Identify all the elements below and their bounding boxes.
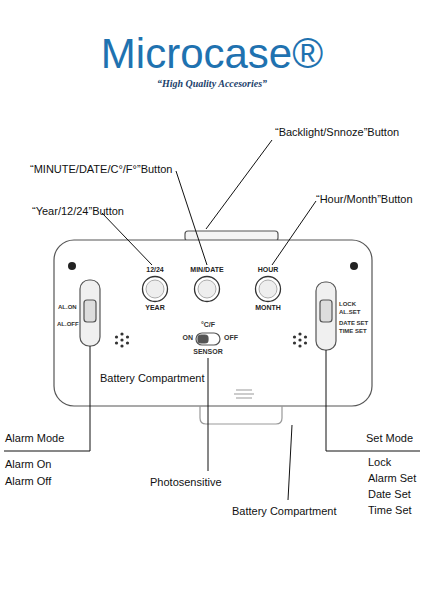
alarm-switch-knob	[84, 300, 96, 322]
brand-slogan: “High Quality Accesories”	[157, 78, 267, 90]
leader-line	[176, 171, 207, 265]
button-circle	[193, 275, 221, 303]
device-marking: DATE SET	[339, 320, 368, 327]
set-switch-knob	[320, 300, 332, 322]
callout-label: Lock	[368, 456, 391, 469]
device-marking: ON	[183, 334, 194, 342]
callout-label: “Hour/Month”Button	[316, 193, 413, 206]
leader-line	[102, 213, 152, 265]
leader-line	[4, 346, 90, 451]
callout-label: Time Set	[368, 504, 412, 517]
device-marking: AL.SET	[339, 309, 360, 316]
push-button: 12/24YEAR	[141, 266, 169, 313]
set-switch	[316, 282, 336, 350]
speaker-holes	[115, 332, 129, 347]
callout-label: Alarm On	[5, 458, 51, 471]
leader-line	[288, 425, 292, 500]
callout-label: Battery Compartment	[232, 505, 337, 518]
button-label: MIN/DATE	[190, 266, 223, 274]
mount-hole	[350, 262, 358, 270]
callout-label: “MINUTE/DATE/C°/F°”Button	[30, 163, 172, 176]
button-label: HOUR	[258, 266, 279, 274]
button-label: MONTH	[255, 304, 281, 312]
device-marking: LOCK	[339, 301, 356, 308]
device-marking: TIME SET	[339, 328, 367, 335]
leader-line	[326, 350, 420, 451]
device-marking: OFF	[224, 334, 238, 342]
button-circle	[141, 275, 169, 303]
callout-label: “Year/12/24”Button	[32, 205, 124, 218]
device-marking: AL.OFF	[57, 321, 79, 328]
callout-label: Photosensitive	[150, 476, 222, 489]
push-button: MIN/DATE	[190, 266, 223, 304]
sensor-switch	[196, 333, 220, 345]
push-button: HOUR MONTH	[254, 266, 282, 313]
callout-label: Battery Compartment	[100, 372, 205, 385]
brand-title: Microcase®	[101, 30, 323, 78]
clock-housing	[54, 240, 372, 406]
device-marking: SENSOR	[193, 348, 223, 356]
button-label: YEAR	[145, 304, 164, 312]
callout-label: Alarm Set	[368, 472, 416, 485]
speaker-holes	[293, 332, 307, 347]
button-label: 12/24	[146, 266, 164, 274]
device-marking: AL.ON	[58, 304, 77, 311]
button-circle	[254, 275, 282, 303]
alarm-switch	[80, 280, 100, 346]
callout-label: Date Set	[368, 488, 411, 501]
mount-hole	[68, 262, 76, 270]
leader-line	[208, 358, 209, 471]
callout-label: Alarm Mode	[5, 432, 64, 445]
callout-label: “Backlight/Snnoze”Button	[275, 126, 399, 139]
device-marking: °C/F	[201, 321, 215, 329]
leader-line	[206, 140, 272, 229]
sensor-switch-knob	[198, 335, 208, 343]
callout-label: Alarm Off	[5, 475, 51, 488]
leader-line	[272, 201, 316, 265]
cover-grip	[234, 390, 254, 398]
callout-label: Set Mode	[366, 432, 413, 445]
battery-cover	[200, 406, 282, 424]
